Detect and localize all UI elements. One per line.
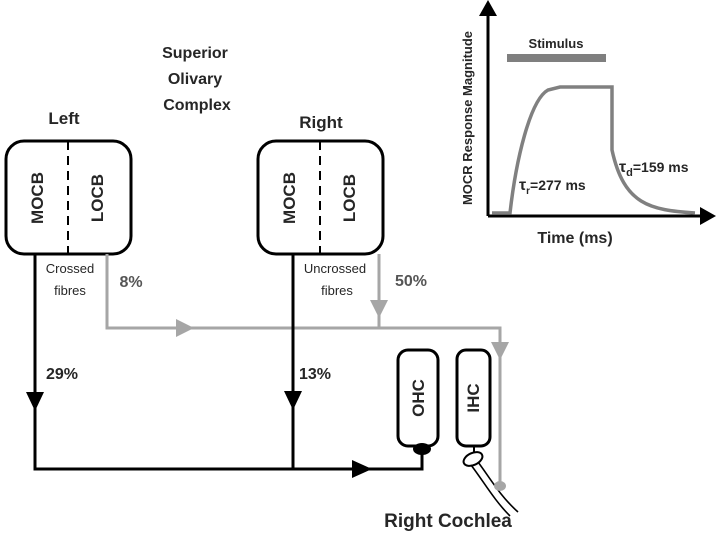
ohc-synapse <box>413 443 431 455</box>
crossed-fibres-line2: fibres <box>54 283 86 298</box>
tau-decay-symbol: τ <box>619 159 626 176</box>
tau-rise-sub: r <box>526 186 530 197</box>
stimulus-label: Stimulus <box>529 36 584 51</box>
title-line3: Complex <box>163 97 231 114</box>
uncrossed-fibres-line1: Uncrossed <box>304 261 366 276</box>
crossed-locb-percent: 8% <box>119 274 142 291</box>
tau-decay-label: τd=159 ms <box>619 159 689 179</box>
uncrossed-mocb-arrowhead <box>284 391 302 410</box>
crossed-mocb-arrowhead <box>26 392 44 411</box>
title-line1: Superior <box>162 45 228 62</box>
locb-terminal <box>494 481 506 491</box>
tau-rise-label: τr=277 ms <box>519 177 586 197</box>
crossed-locb-arrowhead <box>176 319 194 337</box>
right-mocb-label: MOCB <box>280 172 299 224</box>
right-locb-label: LOCB <box>340 174 359 222</box>
tau-decay-sub: d <box>626 167 633 179</box>
left-label: Left <box>48 109 80 128</box>
uncrossed-mocb-percent: 13% <box>299 366 331 383</box>
ihc-label: IHC <box>464 383 483 412</box>
uncrossed-locb-percent: 50% <box>395 273 427 290</box>
graph-ylabel: MOCR Response Magnitude <box>460 31 475 205</box>
graph-y-arrowhead <box>479 0 497 16</box>
left-mocb-label: MOCB <box>28 172 47 224</box>
right-cochlea-label: Right Cochlea <box>384 511 512 532</box>
title-line2: Olivary <box>168 71 222 88</box>
uncrossed-locb-arrowhead <box>370 300 388 318</box>
crossed-locb-pathway <box>105 254 502 486</box>
tau-rise-symbol: τ <box>519 177 526 194</box>
crossed-mocb-percent: 29% <box>46 366 78 383</box>
ohc-label: OHC <box>409 379 428 417</box>
left-locb-label: LOCB <box>88 174 107 222</box>
crossed-mocb-pathway <box>33 254 424 471</box>
mocr-time-course-graph: Stimulus MOCR Response Magnitude Time (m… <box>460 0 716 247</box>
ohc-mocb-arrowhead <box>352 460 372 478</box>
crossed-fibres-line1: Crossed <box>46 261 94 276</box>
graph-x-arrowhead <box>700 207 716 225</box>
stimulus-bar <box>507 54 606 62</box>
uncrossed-fibres-line2: fibres <box>321 283 353 298</box>
ihc-nerve-fibre-2 <box>470 464 511 517</box>
graph-xlabel: Time (ms) <box>537 230 612 247</box>
right-label: Right <box>299 113 343 132</box>
mocr-response-curve <box>492 85 696 215</box>
tau-decay-value: =159 ms <box>633 159 689 175</box>
tau-rise-value: =277 ms <box>530 177 586 193</box>
ihc-locb-arrowhead <box>491 342 509 360</box>
